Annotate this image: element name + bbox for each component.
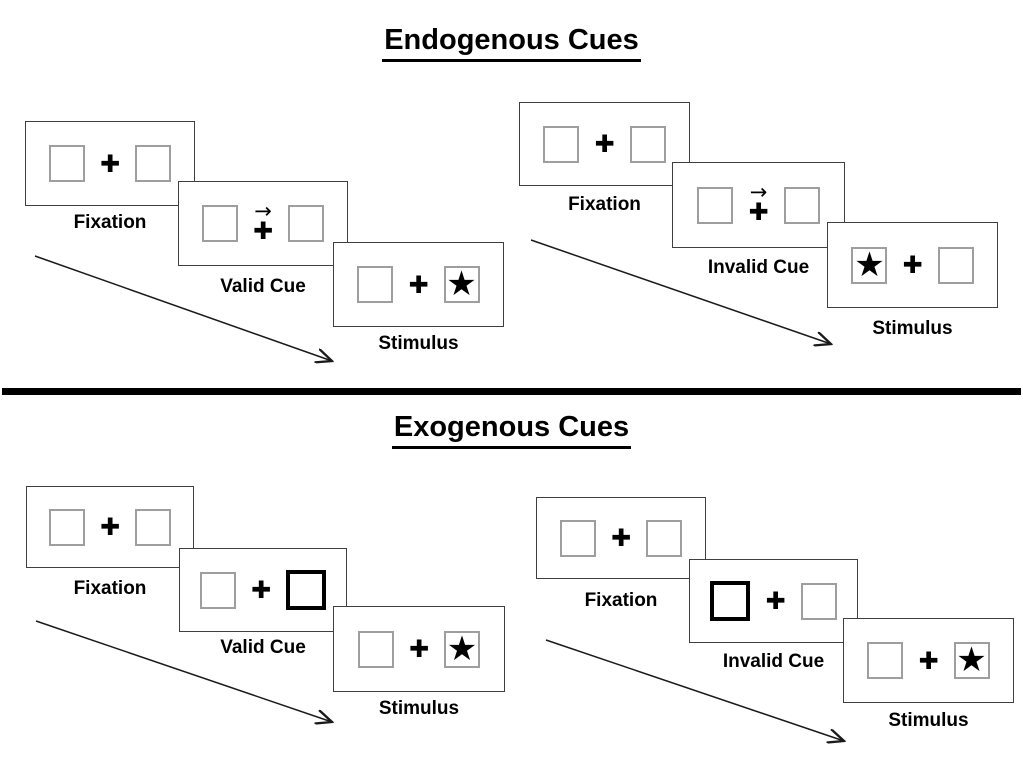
fixation-cross-icon: ✚	[408, 270, 429, 299]
stimulus-frame: ★ ✚	[827, 222, 998, 308]
right-placeholder-box	[937, 246, 974, 284]
section-title-exogenous: Exogenous Cues	[0, 411, 1023, 449]
fixation-cross-icon: ✚	[765, 587, 786, 615]
star-icon: ★	[446, 628, 478, 669]
fixation-cross-icon: ✚	[918, 646, 939, 675]
left-placeholder-box	[697, 186, 734, 224]
cue-frame: ✚	[689, 559, 858, 643]
fixation-cross-icon: ✚	[748, 198, 769, 226]
star-stimulus-box: ★	[444, 628, 481, 669]
cue-highlight-box	[710, 581, 751, 621]
frame-label: Stimulus	[378, 698, 460, 719]
frame-label: Valid Cue	[220, 276, 306, 297]
section-title-endogenous: Endogenous Cues	[0, 24, 1023, 62]
fixation-frame: ✚	[26, 486, 194, 568]
stimulus-frame: ✚ ★	[333, 606, 505, 692]
star-icon: ★	[446, 264, 477, 304]
frame-label: Fixation	[73, 212, 147, 233]
fixation-cross-icon: ✚	[252, 216, 274, 245]
central-cue: → ✚	[252, 198, 274, 245]
star-icon: ★	[956, 640, 987, 680]
stimulus-frame: ✚ ★	[333, 242, 504, 327]
fixation-cross-icon: ✚	[610, 524, 632, 552]
left-placeholder-box	[867, 642, 904, 679]
frame-label: Stimulus	[872, 318, 953, 339]
left-placeholder-box	[48, 145, 85, 182]
star-stimulus-box: ★	[953, 640, 990, 680]
fixation-frame: ✚	[25, 121, 195, 206]
cue-frame: → ✚	[672, 162, 845, 248]
fixation-frame: ✚	[536, 497, 706, 579]
left-placeholder-box	[201, 205, 238, 242]
right-placeholder-box	[288, 205, 325, 242]
left-placeholder-box	[357, 266, 394, 303]
cue-frame: ✚	[179, 548, 347, 632]
timeline-arrow-endogenous-invalid	[530, 239, 831, 344]
left-placeholder-box	[199, 571, 236, 609]
fixation-cross-icon: ✚	[408, 635, 430, 663]
cue-arrow-icon: →	[749, 180, 768, 204]
star-stimulus-box: ★	[443, 264, 480, 304]
left-placeholder-box	[559, 519, 596, 557]
fixation-cross-icon: ✚	[250, 576, 272, 604]
right-placeholder-box	[135, 145, 172, 182]
fixation-cross-icon: ✚	[902, 251, 923, 279]
left-placeholder-box	[543, 125, 580, 163]
fixation-frame: ✚	[519, 102, 690, 186]
fixation-cross-icon: ✚	[594, 130, 615, 158]
fixation-cross-icon: ✚	[99, 149, 121, 178]
section-title-exogenous-text: Exogenous Cues	[391, 411, 632, 449]
right-placeholder-box	[646, 519, 683, 557]
right-placeholder-box	[135, 508, 172, 546]
frame-label: Stimulus	[378, 333, 459, 354]
left-placeholder-box	[48, 508, 85, 546]
fixation-cross-icon: ✚	[99, 513, 121, 541]
frame-label: Fixation	[568, 194, 641, 215]
frame-label: Valid Cue	[220, 637, 306, 658]
section-title-endogenous-text: Endogenous Cues	[382, 24, 641, 62]
left-placeholder-box	[357, 630, 394, 668]
star-icon: ★	[854, 244, 885, 285]
central-cue: → ✚	[748, 180, 769, 226]
right-placeholder-box	[629, 125, 666, 163]
cue-frame: → ✚	[178, 181, 348, 266]
frame-label: Stimulus	[888, 710, 969, 731]
frame-label: Invalid Cue	[707, 257, 810, 278]
timeline-arrow-endogenous-valid	[34, 255, 332, 361]
star-stimulus-box: ★	[851, 244, 888, 285]
frame-label: Fixation	[73, 578, 147, 599]
right-placeholder-box	[783, 186, 820, 224]
section-divider	[2, 388, 1021, 395]
frame-label: Fixation	[584, 590, 658, 611]
right-placeholder-box	[800, 582, 837, 620]
frame-label: Invalid Cue	[722, 651, 825, 672]
cue-highlight-box	[286, 570, 327, 610]
cue-arrow-icon: →	[254, 198, 272, 223]
stimulus-frame: ✚ ★	[843, 618, 1014, 703]
